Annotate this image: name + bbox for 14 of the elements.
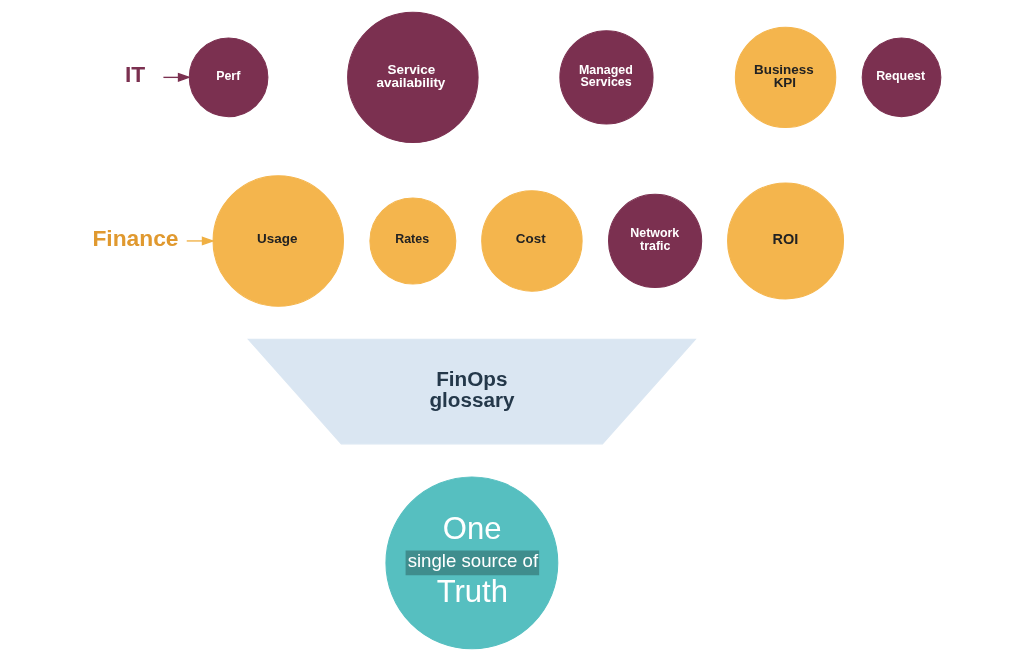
node-circle: Managed Services (558, 30, 654, 125)
node-circle: Business KPI (734, 26, 836, 129)
node-circle: Request (861, 37, 941, 118)
node-circle: ROI (726, 182, 844, 300)
node-circle: Service availability (346, 11, 479, 144)
node-circle: Cost (480, 190, 583, 292)
node-circle: Perf (188, 37, 268, 118)
node-text: Finance (91, 224, 178, 251)
node-circle: Network trafic (607, 193, 702, 289)
node-text: IT (124, 61, 145, 88)
node-circle: One single source of Truth (384, 476, 558, 650)
arrow (185, 236, 215, 246)
node-circle: Rates (368, 197, 456, 285)
node-circle: Usage (212, 175, 344, 307)
